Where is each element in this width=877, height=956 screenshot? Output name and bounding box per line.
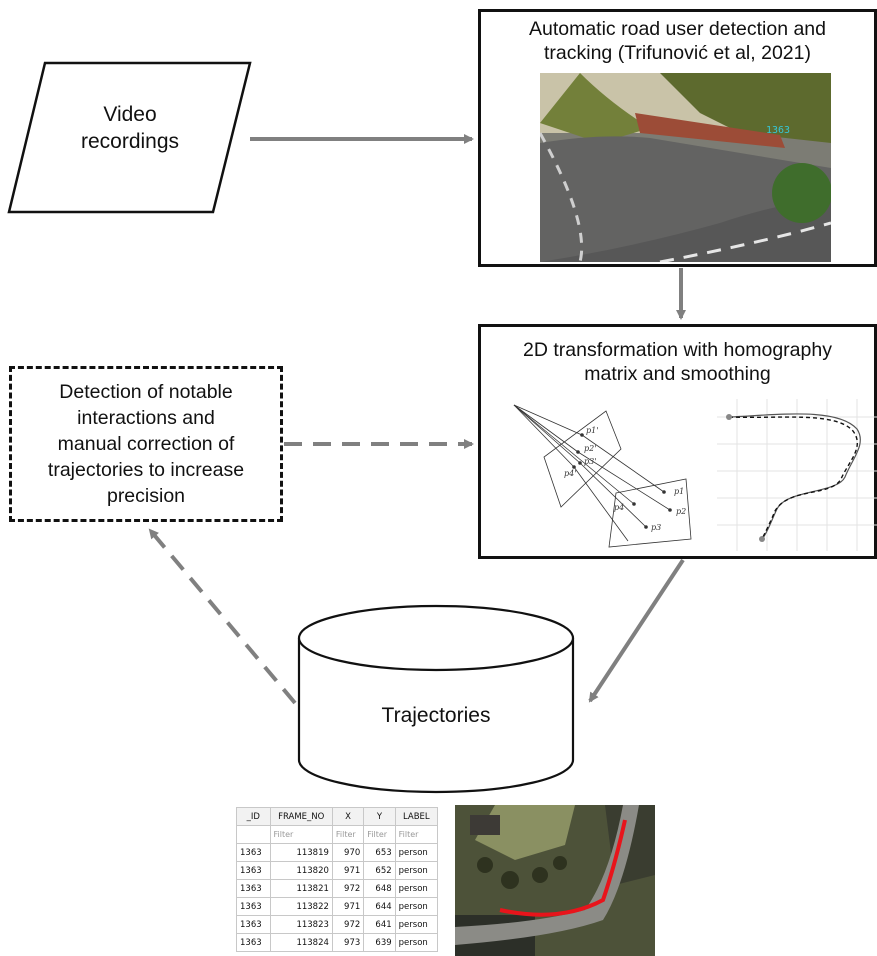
filter-row: Filter Filter Filter Filter — [236, 825, 439, 844]
parallelogram-shape — [7, 61, 252, 214]
column-header[interactable]: Y — [363, 807, 396, 826]
transform-title-line2: matrix and smoothing — [584, 363, 771, 385]
point-label: p4 — [614, 503, 624, 512]
track-id-label: 1363 — [766, 125, 791, 136]
point-label: p2' — [584, 444, 596, 453]
table-cell: 1363 — [236, 879, 271, 898]
notable-line1: Detection of notable — [59, 381, 233, 403]
table-cell: person — [394, 933, 439, 952]
transformation-node: 2D transformation with homography matrix… — [478, 324, 877, 559]
arrow-transform-to-trajectories — [588, 558, 685, 703]
table-cell: 1363 — [236, 843, 271, 862]
table-cell: 1363 — [236, 915, 271, 934]
table-cell: 653 — [363, 843, 396, 862]
filter-cell — [236, 825, 271, 844]
table-cell: person — [394, 843, 439, 862]
point-label: p3 — [651, 523, 661, 532]
column-header[interactable]: LABEL — [394, 807, 439, 826]
table-cell: 652 — [363, 861, 396, 880]
notable-interactions-node: Detection of notable interactions and ma… — [9, 366, 283, 522]
filter-input[interactable]: Filter — [269, 825, 333, 844]
arrow-trajectories-to-notable — [148, 528, 297, 705]
table-cell: 971 — [331, 861, 365, 880]
satellite-map — [455, 805, 655, 956]
point-label: p3' — [584, 457, 596, 466]
column-header[interactable]: _ID — [236, 807, 271, 826]
table-cell: 639 — [363, 933, 396, 952]
table-cell: 1363 — [236, 933, 271, 952]
point-label: p1 — [674, 487, 684, 496]
homography-sketch: p1' p2' p3' p4' p1 p2 p3 p4 — [513, 404, 692, 548]
trajectories-label: Trajectories — [381, 704, 491, 727]
table-cell: person — [394, 897, 439, 916]
filter-input[interactable]: Filter — [331, 825, 365, 844]
table-cell: person — [394, 915, 439, 934]
notable-line3: manual correction of — [57, 433, 235, 455]
table-cell: 113822 — [269, 897, 333, 916]
point-label: p2 — [676, 507, 686, 516]
column-header[interactable]: X — [331, 807, 365, 826]
table-cell: 641 — [363, 915, 396, 934]
point-label: p1' — [586, 426, 598, 435]
table-cell: 113824 — [269, 933, 333, 952]
table-cell: 970 — [331, 843, 365, 862]
table-cell: 972 — [331, 915, 365, 934]
table-cell: person — [394, 879, 439, 898]
table-cell: 1363 — [236, 861, 271, 880]
video-recordings-node: Video recordings — [5, 60, 255, 216]
notable-line2: interactions and — [77, 407, 215, 429]
table-cell: 113820 — [269, 861, 333, 880]
cylinder-shape — [297, 604, 575, 794]
smoothing-sketch — [717, 399, 877, 551]
detection-node: Automatic road user detection and tracki… — [478, 9, 877, 267]
table-cell: 972 — [331, 879, 365, 898]
table-cell: 973 — [331, 933, 365, 952]
table-cell: 644 — [363, 897, 396, 916]
street-camera-photo: 1363 — [540, 73, 831, 262]
table-cell: 1363 — [236, 897, 271, 916]
table-cell: 113821 — [269, 879, 333, 898]
notable-line4: trajectories to increase — [47, 459, 245, 481]
table-cell: 648 — [363, 879, 396, 898]
filter-input[interactable]: Filter — [363, 825, 396, 844]
detection-title-line1: Automatic road user detection and — [528, 18, 826, 40]
notable-line5: precision — [106, 485, 186, 507]
table-header-row: _ID FRAME_NO X Y LABEL — [236, 807, 439, 826]
video-label-line1: Video — [103, 103, 157, 126]
trajectory-table: _ID FRAME_NO X Y LABEL Filter Filter Fil… — [236, 807, 439, 952]
column-header[interactable]: FRAME_NO — [269, 807, 333, 826]
table-cell: person — [394, 861, 439, 880]
video-label-line2: recordings — [80, 130, 180, 153]
filter-input[interactable]: Filter — [394, 825, 439, 844]
table-cell: 113819 — [269, 843, 333, 862]
point-label: p4' — [564, 469, 576, 478]
transform-title-line1: 2D transformation with homography — [523, 339, 832, 361]
detection-title-line2: tracking (Trifunović et al, 2021) — [544, 42, 811, 64]
table-cell: 113823 — [269, 915, 333, 934]
table-cell: 971 — [331, 897, 365, 916]
trajectories-node: Trajectories — [297, 604, 575, 794]
